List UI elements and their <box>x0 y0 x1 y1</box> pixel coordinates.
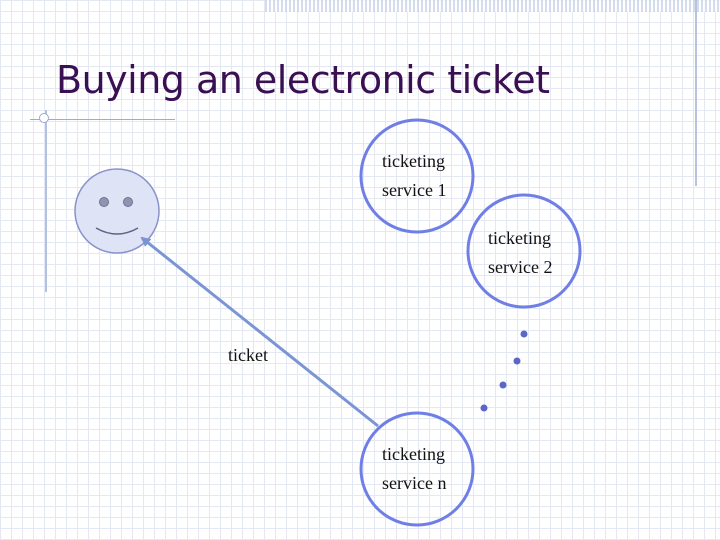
left-eye <box>99 197 109 207</box>
service-1-label: ticketing service 1 <box>382 147 446 205</box>
service-2-line1: ticketing <box>488 228 551 248</box>
face-outline <box>74 168 160 254</box>
ellipsis-dot <box>513 357 521 365</box>
ellipsis-dot <box>499 381 507 389</box>
rule-corner-circle <box>39 113 49 123</box>
ticketing-service-2-circle <box>466 193 582 309</box>
service-2-line2: service 2 <box>488 257 553 277</box>
user-smiley-face-icon <box>74 168 160 254</box>
service-n-line1: ticketing <box>382 444 445 464</box>
ellipsis-dot <box>520 330 528 338</box>
service-n-label: ticketing service n <box>382 440 446 498</box>
right-eye <box>123 197 133 207</box>
ticketing-service-n-circle <box>359 411 475 527</box>
service-n-line2: service n <box>382 473 447 493</box>
ellipsis-dots <box>480 330 528 412</box>
right-decorative-bar <box>695 0 697 186</box>
slide-title: Buying an electronic ticket <box>56 58 550 102</box>
top-decorative-band <box>265 0 720 12</box>
title-underline <box>30 119 175 120</box>
service-1-line2: service 1 <box>382 180 447 200</box>
mouth <box>95 227 139 235</box>
ticket-arrow <box>140 236 379 428</box>
ticket-arrow-label: ticket <box>228 345 268 365</box>
ellipsis-dot <box>480 404 488 412</box>
ticketing-service-1-circle <box>359 118 475 234</box>
left-decorative-rule <box>45 110 47 292</box>
service-1-line1: ticketing <box>382 151 445 171</box>
service-2-label: ticketing service 2 <box>488 224 552 282</box>
